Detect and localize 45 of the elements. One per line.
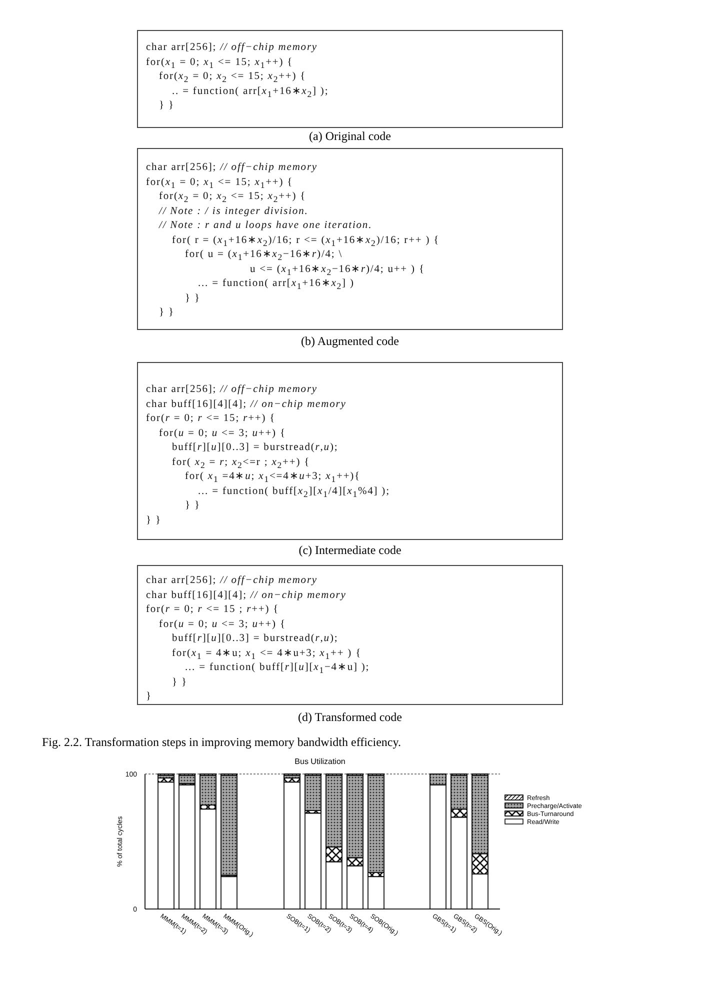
code-line: } } (172, 676, 188, 688)
chart-title: Bus Utilization (294, 757, 346, 766)
code-line: ... = function( buff[r][u][x$_{1}$−4∗u] ); (185, 661, 370, 678)
code-line: for( x$_{1}$ =4∗u; x$_{1}$<=4∗u+3; x$_{1}$++){ (185, 470, 360, 486)
code-line: } } (146, 514, 162, 526)
code-line: char arr[256]; // off−chip memory (146, 574, 318, 587)
code-line: for(x$_{2}$ = 0; x$_{2}$ <= 15; x$_{2}$++) { (159, 190, 306, 206)
code-line: } (146, 690, 152, 703)
code-line: char buff[16][4][4]; // on−chip memory (146, 398, 346, 410)
code-line: // Note : / is integer division. (159, 204, 308, 218)
code-line: // Note : r and u loops have one iteration. (159, 219, 372, 232)
code-line: for(u = 0; u <= 3; u++) { (159, 618, 286, 630)
code-line: } } (185, 499, 200, 512)
code-box (137, 362, 563, 540)
code-box (137, 148, 563, 330)
code-line: .. = function( arr[x$_{1}$+16∗x$_{2}$] ); (172, 84, 329, 100)
code-line: for(x$_{1}$ = 0; x$_{1}$ <= 15; x$_{1}$++) { (146, 56, 294, 72)
code-box (137, 565, 563, 705)
code-line: for( x$_{2}$ =r; x$_{2}$<=r ; x$_{2}$++) { (172, 456, 310, 472)
code-line: for(r = 0; r <= 15; r++) { (146, 412, 276, 425)
code-line: for(u = 0; u <= 3; u++) { (159, 426, 286, 440)
code-line: for(r = 0; r <= 15 ; r++) { (146, 603, 280, 616)
code-box (137, 30, 563, 128)
code-line: char arr[256]; // off−chip memory (146, 41, 318, 54)
code-line: char buff[16][4][4]; // on−chip memory (146, 588, 346, 602)
code-line: buff[r][u][0..3] = burstread(r,u); (172, 441, 338, 454)
code-line: for( u = (x$_{1}$+16∗x$_{2}$−16∗r)/4; \ (185, 248, 343, 264)
code-line: for(x$_{2}$ = 0; x$_{2}$ <= 15; x$_{2}$++) { (159, 70, 306, 86)
panel-caption: (a) Original code (309, 129, 391, 144)
code-line: for( r = (x$_{1}$+16∗x$_{2}$)/16; r <= (x$_{1}$+16∗x$_{2}$)/16; r++ ) { (172, 234, 440, 250)
code-line: } } (185, 292, 200, 304)
code-line: for(x$_{1}$ = 4∗u; x$_{1}$ <= 4∗u+3; x$_{1}$++ ) { (172, 646, 362, 662)
panel-caption: (b) Augmented code (301, 334, 399, 349)
code-line: } } (159, 99, 174, 112)
code-line: buff[r][u][0..3] = burstread(r,u); (172, 632, 338, 645)
code-line: char arr[256]; // off−chip memory (146, 383, 318, 396)
panel-caption: (d) Transformed code (298, 710, 402, 725)
code-line: ... = function( buff[x$_{2}$][x$_{1}$/4][x$_{1}$%4] ); (198, 484, 390, 500)
figure-caption: Fig. 2.2. Transformation steps in improving memory bandwidth efficiency. (42, 735, 401, 750)
code-line: } } (159, 306, 174, 319)
code-line: for(x$_{1}$ = 0; x$_{1}$ <= 15; x$_{1}$++) { (146, 176, 294, 192)
code-line: u <= (x$_{1}$+16∗x$_{2}$−16∗r)/4; u++ ) { (250, 262, 425, 278)
code-line: char arr[256]; // off−chip memory (146, 161, 318, 174)
code-line: ... = function( arr[x$_{1}$+16∗x$_{2}$] ) (198, 277, 354, 294)
panel-caption: (c) Intermediate code (298, 543, 402, 558)
